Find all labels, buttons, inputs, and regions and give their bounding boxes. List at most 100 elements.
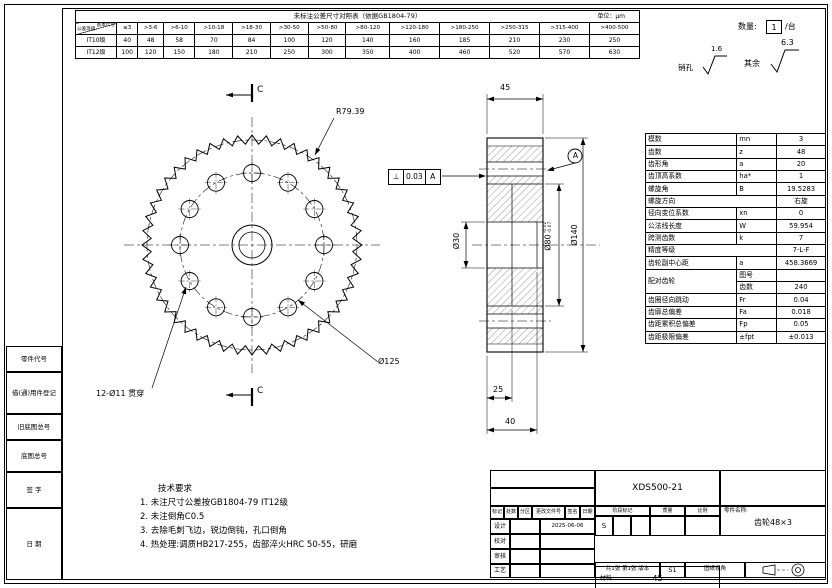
- outer-diameter-dim: Ø140: [570, 224, 579, 246]
- tolerance-unit-label: 单位：μm: [597, 13, 625, 20]
- gear-param-value: 0.04: [776, 293, 826, 307]
- old-master-no-box: 旧底图总号: [6, 414, 62, 440]
- gear-param-label: 齿数: [644, 145, 738, 159]
- material-label: 材料:: [600, 575, 615, 582]
- gear-param-value: 19.5283: [776, 182, 826, 196]
- section-letter-bottom: C: [257, 386, 264, 396]
- tolerance-value-cell: 570: [538, 46, 590, 59]
- gdt-value: 0.03: [404, 170, 426, 184]
- stage-mark-label: 阶段标记: [595, 506, 650, 516]
- tolerance-value-cell: 120: [307, 34, 347, 47]
- sign-field: [510, 549, 540, 564]
- tolerance-value-cell: 230: [538, 34, 590, 47]
- gear-param-value: [776, 268, 826, 283]
- tolerance-value-cell: 520: [489, 46, 540, 59]
- tech-requirement-item: 1. 未注尺寸公差按GB1804-79 IT12级: [140, 498, 288, 508]
- tolerance-value-cell: 460: [439, 46, 491, 59]
- signature-box: 签 字: [6, 472, 62, 508]
- gear-param-value: 7: [776, 231, 826, 246]
- pin-hole-roughness-value: 1.6: [711, 45, 723, 53]
- gear-param-symbol: Fp: [736, 318, 778, 332]
- mass-label: 质量: [650, 506, 685, 516]
- part-code-box: 零件代号: [6, 346, 62, 372]
- tolerance-col-header: >120-180: [389, 22, 441, 35]
- rev-header-sign: 签名: [565, 506, 580, 519]
- gdt-datum-ref: A: [430, 172, 436, 182]
- sheet-info: 共1张 第1张 版本: [595, 562, 660, 578]
- face-width-dim: 45: [500, 83, 511, 92]
- tolerance-grade: IT10级: [75, 34, 117, 47]
- tolerance-col-header: ≤3: [115, 22, 139, 35]
- master-no-box: 底图总号: [6, 440, 62, 472]
- projection-symbol-cell: [745, 562, 826, 578]
- gear-param-value: 48: [776, 145, 826, 159]
- gear-param-label: 螺旋角: [644, 182, 738, 196]
- section-letter-top: C: [257, 85, 264, 95]
- perpendicularity-icon: ⊥: [389, 170, 404, 184]
- bolt-circle-dim: Ø125: [378, 357, 400, 366]
- gear-param-label: 模数: [644, 132, 738, 147]
- rest-roughness-value: 6.3: [781, 38, 794, 47]
- rev-header-zone: 分区: [518, 506, 532, 519]
- tolerance-value-cell: 100: [269, 34, 309, 47]
- gear-param-value: 240: [776, 281, 826, 295]
- quantity-value-box: 1: [766, 20, 782, 34]
- outer-border: [4, 4, 828, 584]
- tolerance-col-header: >250-315: [489, 22, 540, 35]
- gear-param-label: 齿轮副中心距: [644, 256, 738, 270]
- gear-param-symbol: a: [736, 256, 778, 270]
- hub-length-dim: 40: [505, 417, 516, 426]
- gear-param-label: 齿形角: [644, 157, 738, 172]
- tolerance-table-title: 未标注公差尺寸对照表（依据GB1804-79）: [293, 12, 422, 21]
- rev-header-docno: 更改文件号: [532, 506, 565, 519]
- gear-param-symbol: 齿数: [736, 281, 778, 295]
- tolerance-table-title-cell: 未标注公差尺寸对照表（依据GB1804-79） 单位：μm: [75, 10, 640, 23]
- view-angle-label: 图纸视角: [685, 562, 745, 578]
- geometric-tolerance-frame: ⊥ 0.03 A: [388, 169, 441, 185]
- hub-step-dim: 25: [493, 385, 504, 394]
- tolerance-value-cell: 84: [232, 34, 271, 47]
- sign-field: [510, 534, 540, 549]
- hub-diameter-tolerance: -0.02-0.07: [542, 221, 553, 234]
- tech-requirements-title: 技术要求: [158, 484, 193, 494]
- tolerance-table: 未标注公差尺寸对照表（依据GB1804-79） 单位：μm 基本尺寸 公差等级 …: [75, 10, 641, 59]
- tolerance-value-cell: 210: [489, 34, 540, 47]
- tolerance-value-cell: 58: [162, 34, 196, 47]
- tech-requirement-item: 3. 去除毛刺飞边，锐边倒钝，孔口倒角: [140, 526, 287, 536]
- projection-symbol-icon: [762, 563, 804, 577]
- tolerance-col-header: >30-50: [269, 22, 309, 35]
- roughness-check-icon: [770, 49, 799, 74]
- part-name-value: 齿轮48×3: [754, 518, 792, 527]
- version-value: S1: [660, 562, 685, 578]
- gear-param-value: 7-L-F: [776, 244, 826, 258]
- rev-header-count: 处数: [504, 506, 518, 519]
- sign-label-process: 工艺: [490, 564, 510, 578]
- gear-param-symbol: Fa: [736, 305, 778, 320]
- process-date: [540, 564, 595, 578]
- gear-param-value: 0.018: [776, 305, 826, 320]
- tolerance-value-cell: 400: [389, 46, 441, 59]
- sign-label-audit: 审核: [490, 549, 510, 564]
- audit-date: [540, 549, 595, 564]
- hub-diameter-dim: Ø80-0.02-0.07: [543, 204, 553, 268]
- sign-field: [510, 519, 540, 534]
- rev-header-mark: 标记: [490, 506, 504, 519]
- gear-param-symbol: 图号: [736, 268, 778, 283]
- gear-param-symbol: mn: [736, 132, 778, 147]
- gear-param-label: 齿距累积总偏差: [644, 318, 738, 332]
- gear-param-value: 20: [776, 157, 826, 172]
- corner-grade-label: 公差等级: [77, 27, 96, 33]
- gear-param-symbol: W: [736, 219, 778, 233]
- stage-mark-cell: [631, 516, 650, 536]
- technical-requirements: 技术要求 1. 未注尺寸公差按GB1804-79 IT12级 2. 未注倒角C0…: [140, 482, 357, 552]
- tolerance-value-cell: 160: [389, 34, 441, 47]
- tolerance-value-cell: 185: [439, 34, 491, 47]
- sign-label-check: 校对: [490, 534, 510, 549]
- roughness-check-icon: [702, 55, 727, 76]
- gear-param-value: 59.954: [776, 219, 826, 233]
- date-box: 日 期: [6, 508, 62, 580]
- gear-param-label: 精度等级: [644, 244, 778, 258]
- gear-param-label: 径向变位系数: [644, 207, 738, 221]
